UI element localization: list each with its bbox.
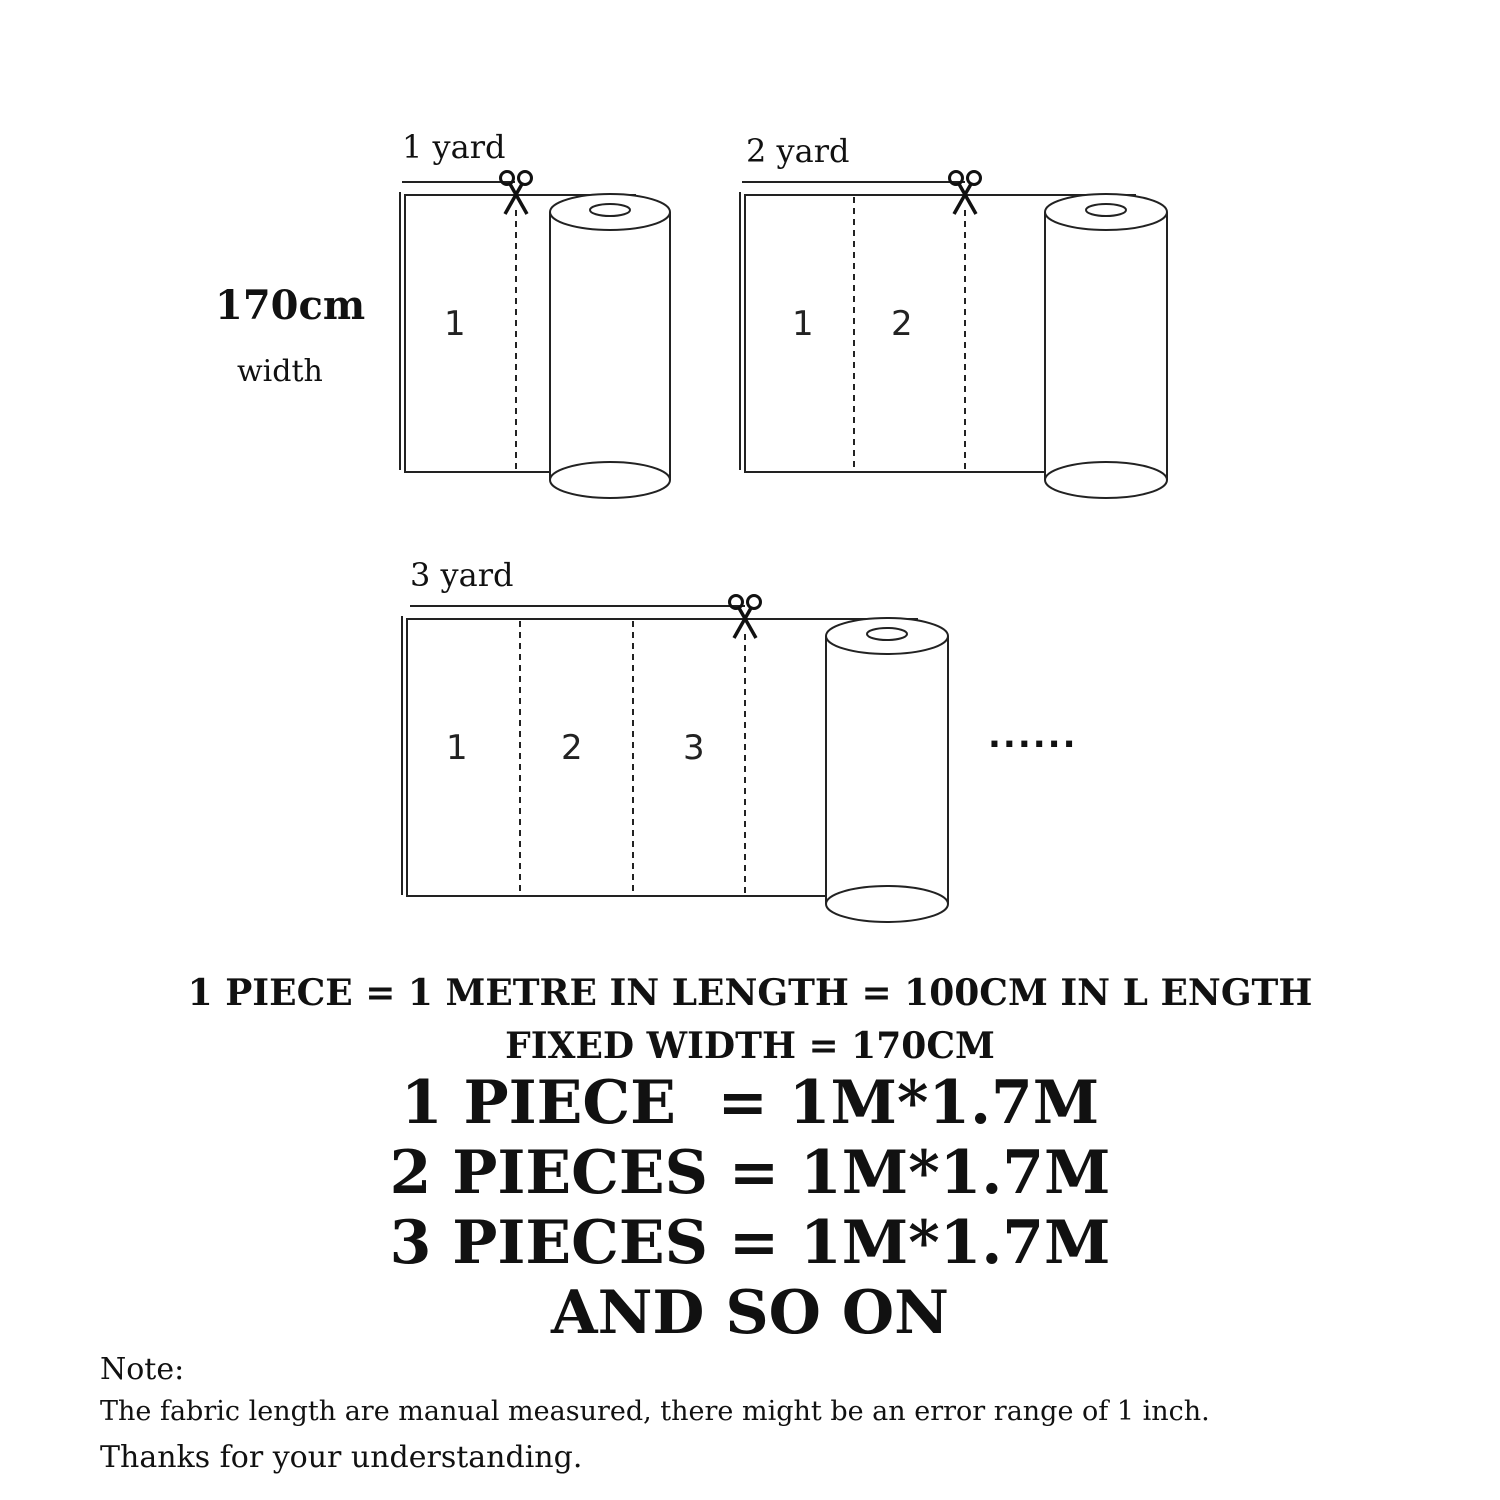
panel-1-piece-1: 1 [444,304,466,344]
panel-2-piece-2: 2 [891,304,913,344]
width-caption: width [237,354,323,389]
panel-3-yard [401,593,949,923]
spec-line-length: 1 PIECE = 1 METRE IN LENGTH = 100CM IN L… [187,972,1313,1014]
and-so-on: AND SO ON [551,1278,949,1348]
equation-1-piece: 1 PIECE = 1M*1.7M [400,1068,1100,1138]
equation-3-pieces: 3 PIECES = 1M*1.7M [389,1208,1111,1278]
panel-1-length-label: 1 yard [402,128,506,166]
panel-2-length-label: 2 yard [746,132,850,170]
fabric-roll-icon [549,193,671,499]
fabric-roll-icon [1044,193,1168,499]
panel-3-piece-2: 2 [561,728,583,768]
note-title: Note: [100,1352,185,1387]
fabric-cut-diagram [399,169,1168,923]
note-line-2: Thanks for your understanding. [100,1440,583,1475]
panel-3-piece-1: 1 [446,728,468,768]
note-line-1: The fabric length are manual measured, t… [100,1396,1210,1427]
equation-2-pieces: 2 PIECES = 1M*1.7M [389,1138,1111,1208]
panel-3-piece-3: 3 [683,728,705,768]
panel-1-yard [399,169,671,499]
spec-line-width: FIXED WIDTH = 170CM [505,1025,995,1067]
panel-2-yard [739,169,1168,499]
panel-2-piece-1: 1 [792,304,814,344]
panel-3-length-label: 3 yard [410,556,514,594]
fabric-roll-icon [825,617,949,923]
continuation-dots: ...... [988,716,1078,756]
width-value: 170cm [215,282,366,329]
